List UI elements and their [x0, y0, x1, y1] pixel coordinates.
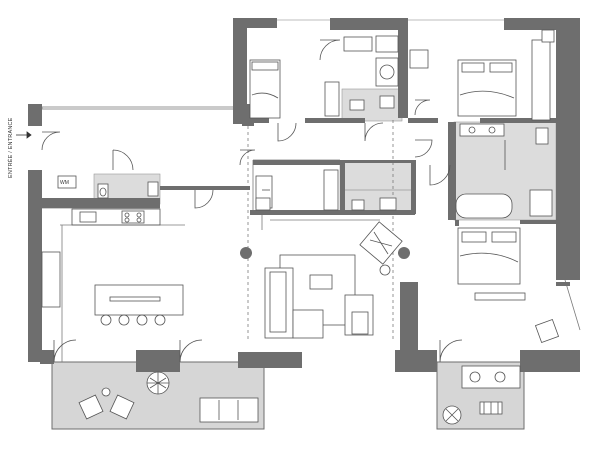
bathtub-icon: [455, 193, 513, 219]
entrance-arrow-icon: [16, 131, 32, 139]
top-bathroom: [343, 35, 429, 111]
outdoor-sofa: [199, 397, 259, 423]
walls: [28, 18, 580, 372]
kitchen: [41, 208, 184, 326]
entrance-label: ENTRÉE / ENTRANCE: [8, 117, 14, 178]
lounge-chair-icon: [78, 394, 104, 420]
kitchen-counter: [71, 208, 161, 226]
toilet-icon: [535, 127, 549, 145]
shower-icon: [529, 189, 553, 217]
sink-icon: [379, 197, 397, 211]
master-bathroom: [455, 123, 553, 219]
west-balcony-furniture: [78, 371, 259, 423]
side-counter: [41, 251, 61, 308]
lounge-chair-icon: [109, 394, 135, 420]
toilet-icon: [349, 99, 365, 111]
utility-room: [255, 169, 339, 211]
sink-icon: [79, 211, 97, 223]
living-room: [264, 221, 403, 339]
door-swing-icon: [41, 39, 463, 363]
columns: [240, 247, 410, 259]
east-balcony-furniture: [442, 365, 521, 425]
sink-icon: [147, 181, 159, 197]
sink-icon: [459, 123, 505, 137]
toilet-icon: [351, 199, 365, 211]
bedroom-small: [249, 59, 340, 119]
appliance-label: WM: [60, 180, 69, 186]
center-bathroom-floor: [339, 160, 416, 215]
bedroom-north-east: [457, 29, 555, 121]
lounge-chair-icon: [534, 318, 560, 344]
sink-icon: [379, 95, 395, 109]
entry-bathroom: [57, 175, 159, 199]
kitchen-island: [94, 284, 184, 316]
center-bathroom: [345, 189, 411, 211]
coffee-table: [309, 274, 333, 290]
cooktop-icon: [121, 210, 145, 224]
bedroom-south-east: [457, 227, 560, 344]
